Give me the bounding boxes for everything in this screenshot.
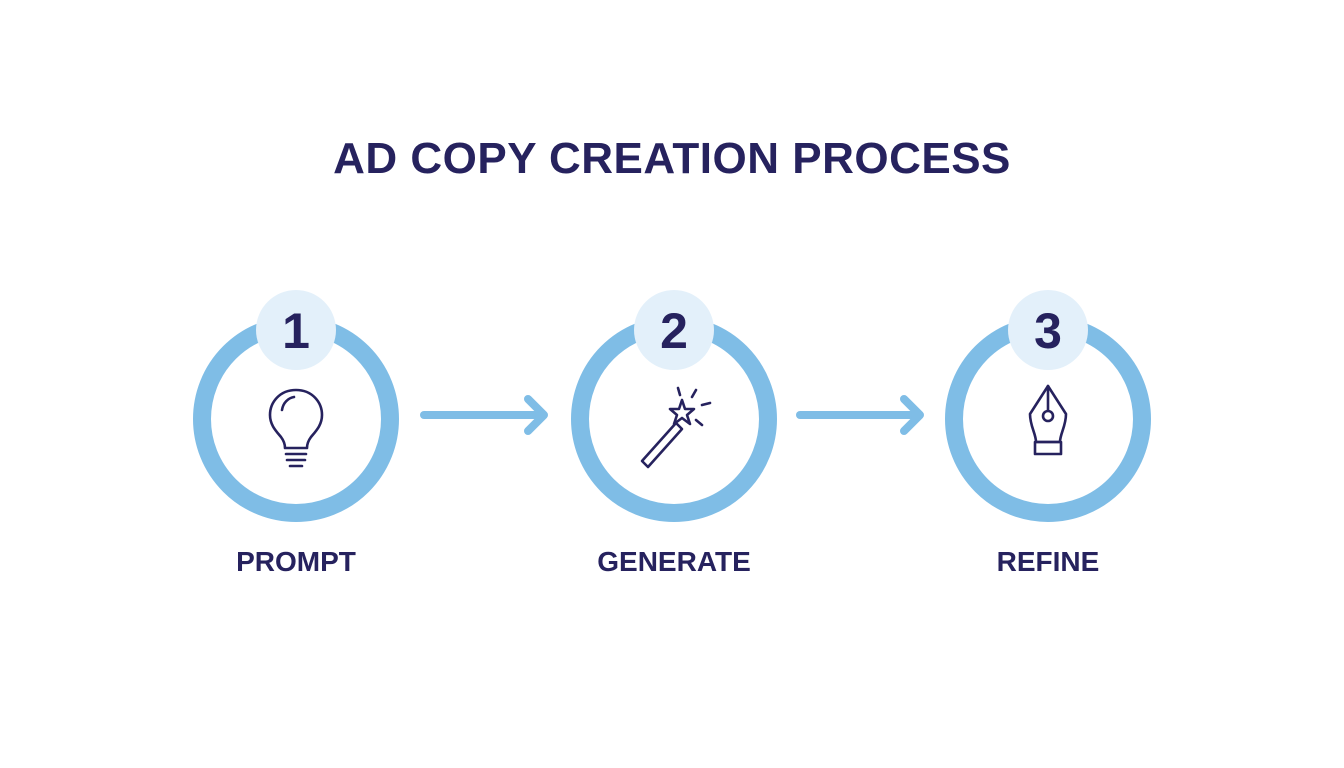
step-prompt: 1 PROMPT bbox=[186, 290, 406, 590]
step-label: GENERATE bbox=[597, 546, 751, 577]
step-number-badge: 3 bbox=[1008, 290, 1088, 370]
magic-wand-icon bbox=[640, 386, 712, 469]
arrow-right-icon bbox=[796, 395, 924, 435]
lightbulb-icon bbox=[268, 388, 324, 468]
step-label: REFINE bbox=[996, 546, 1100, 577]
step-refine: 3 REFINE bbox=[938, 290, 1158, 590]
pen-nib-icon bbox=[1028, 384, 1068, 456]
diagram-title: AD COPY CREATION PROCESS bbox=[333, 134, 1011, 183]
arrow-right-icon bbox=[420, 395, 548, 435]
step-number-badge: 1 bbox=[256, 290, 336, 370]
step-generate: 2 GENERATE bbox=[564, 290, 784, 590]
step-number-badge: 2 bbox=[634, 290, 714, 370]
step-label: PROMPT bbox=[236, 546, 356, 577]
